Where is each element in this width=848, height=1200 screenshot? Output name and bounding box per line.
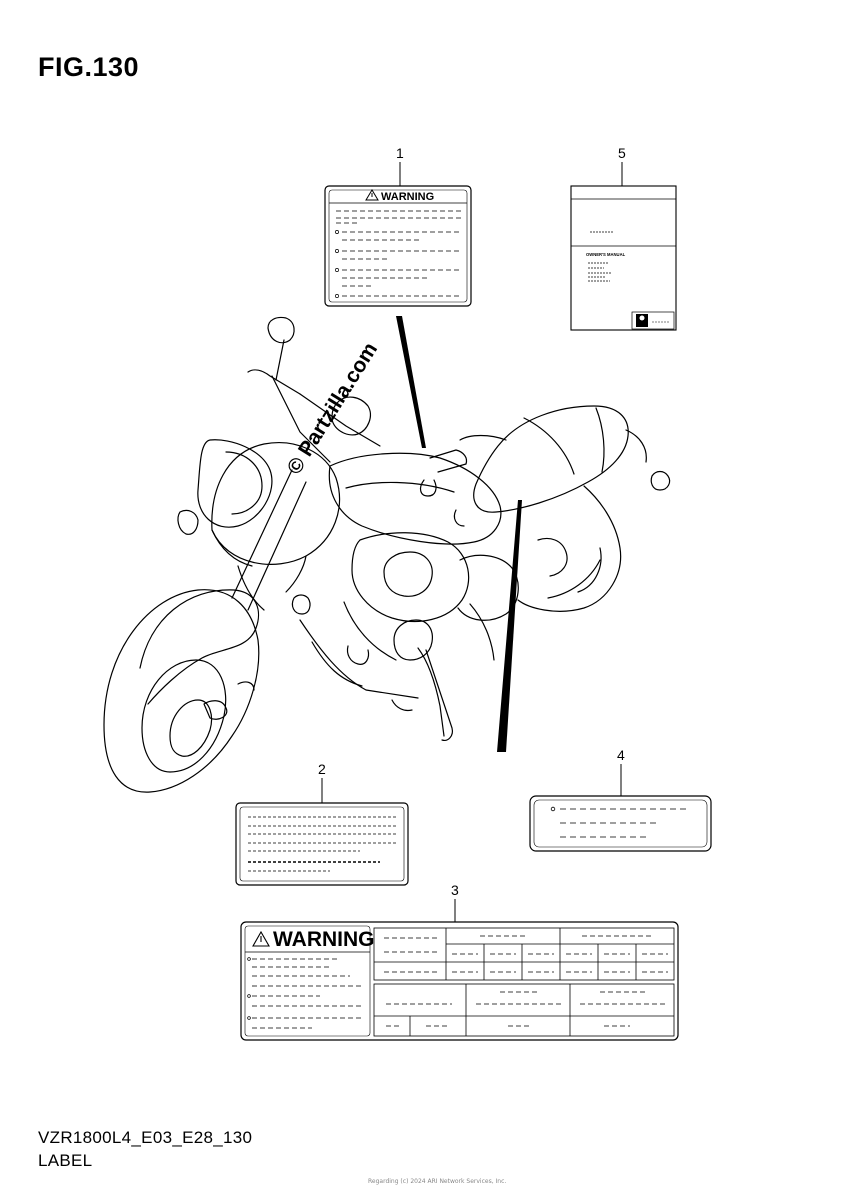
leader-label-3 [497, 500, 522, 752]
callout-4[interactable]: 4 [617, 747, 625, 796]
label-3-warning-table-sticker[interactable]: WARNING [240, 921, 679, 1041]
label-3-text-lines [252, 958, 362, 1029]
callout-number-3: 3 [451, 882, 459, 898]
callout-1[interactable]: 1 [396, 145, 404, 186]
manual-title: OWNER'S MANUAL [586, 252, 626, 257]
figure-title: FIG.130 [38, 52, 140, 82]
label-1-heading: WARNING [381, 191, 434, 203]
model-code: VZR1800L4_E03_E28_130 [38, 1128, 253, 1147]
label-1-warning-sticker[interactable]: WARNING [324, 185, 472, 307]
watermark: © Partzilla.com [283, 339, 382, 479]
callout-number-5: 5 [618, 145, 626, 161]
copyright-notice: Regarding (c) 2024 ARI Network Services,… [368, 1178, 507, 1185]
label-3-upper-table [373, 927, 675, 981]
label-4-sticker[interactable] [529, 795, 712, 852]
item-5-owners-manual[interactable]: OWNER'S MANUAL [570, 185, 677, 331]
section-name: LABEL [38, 1151, 93, 1170]
callout-number-1: 1 [396, 145, 404, 161]
callout-number-4: 4 [617, 747, 625, 763]
callout-5[interactable]: 5 [618, 145, 626, 186]
warning-triangle-icon [365, 189, 379, 201]
leader-label-1 [396, 316, 426, 448]
label-2-info-sticker[interactable] [235, 802, 409, 886]
callout-number-2: 2 [318, 761, 326, 777]
label-2-text-lines [248, 816, 396, 872]
label-1-text-lines [336, 210, 462, 297]
motorcycle-illustration [103, 316, 671, 793]
label-4-text-lines [560, 808, 690, 838]
warning-triangle-icon [252, 930, 270, 947]
label-3-lower-table [373, 983, 675, 1037]
callout-3[interactable]: 3 [451, 882, 459, 922]
label-3-heading: WARNING [273, 928, 375, 951]
callout-2[interactable]: 2 [318, 761, 326, 803]
book-icon [636, 314, 648, 327]
